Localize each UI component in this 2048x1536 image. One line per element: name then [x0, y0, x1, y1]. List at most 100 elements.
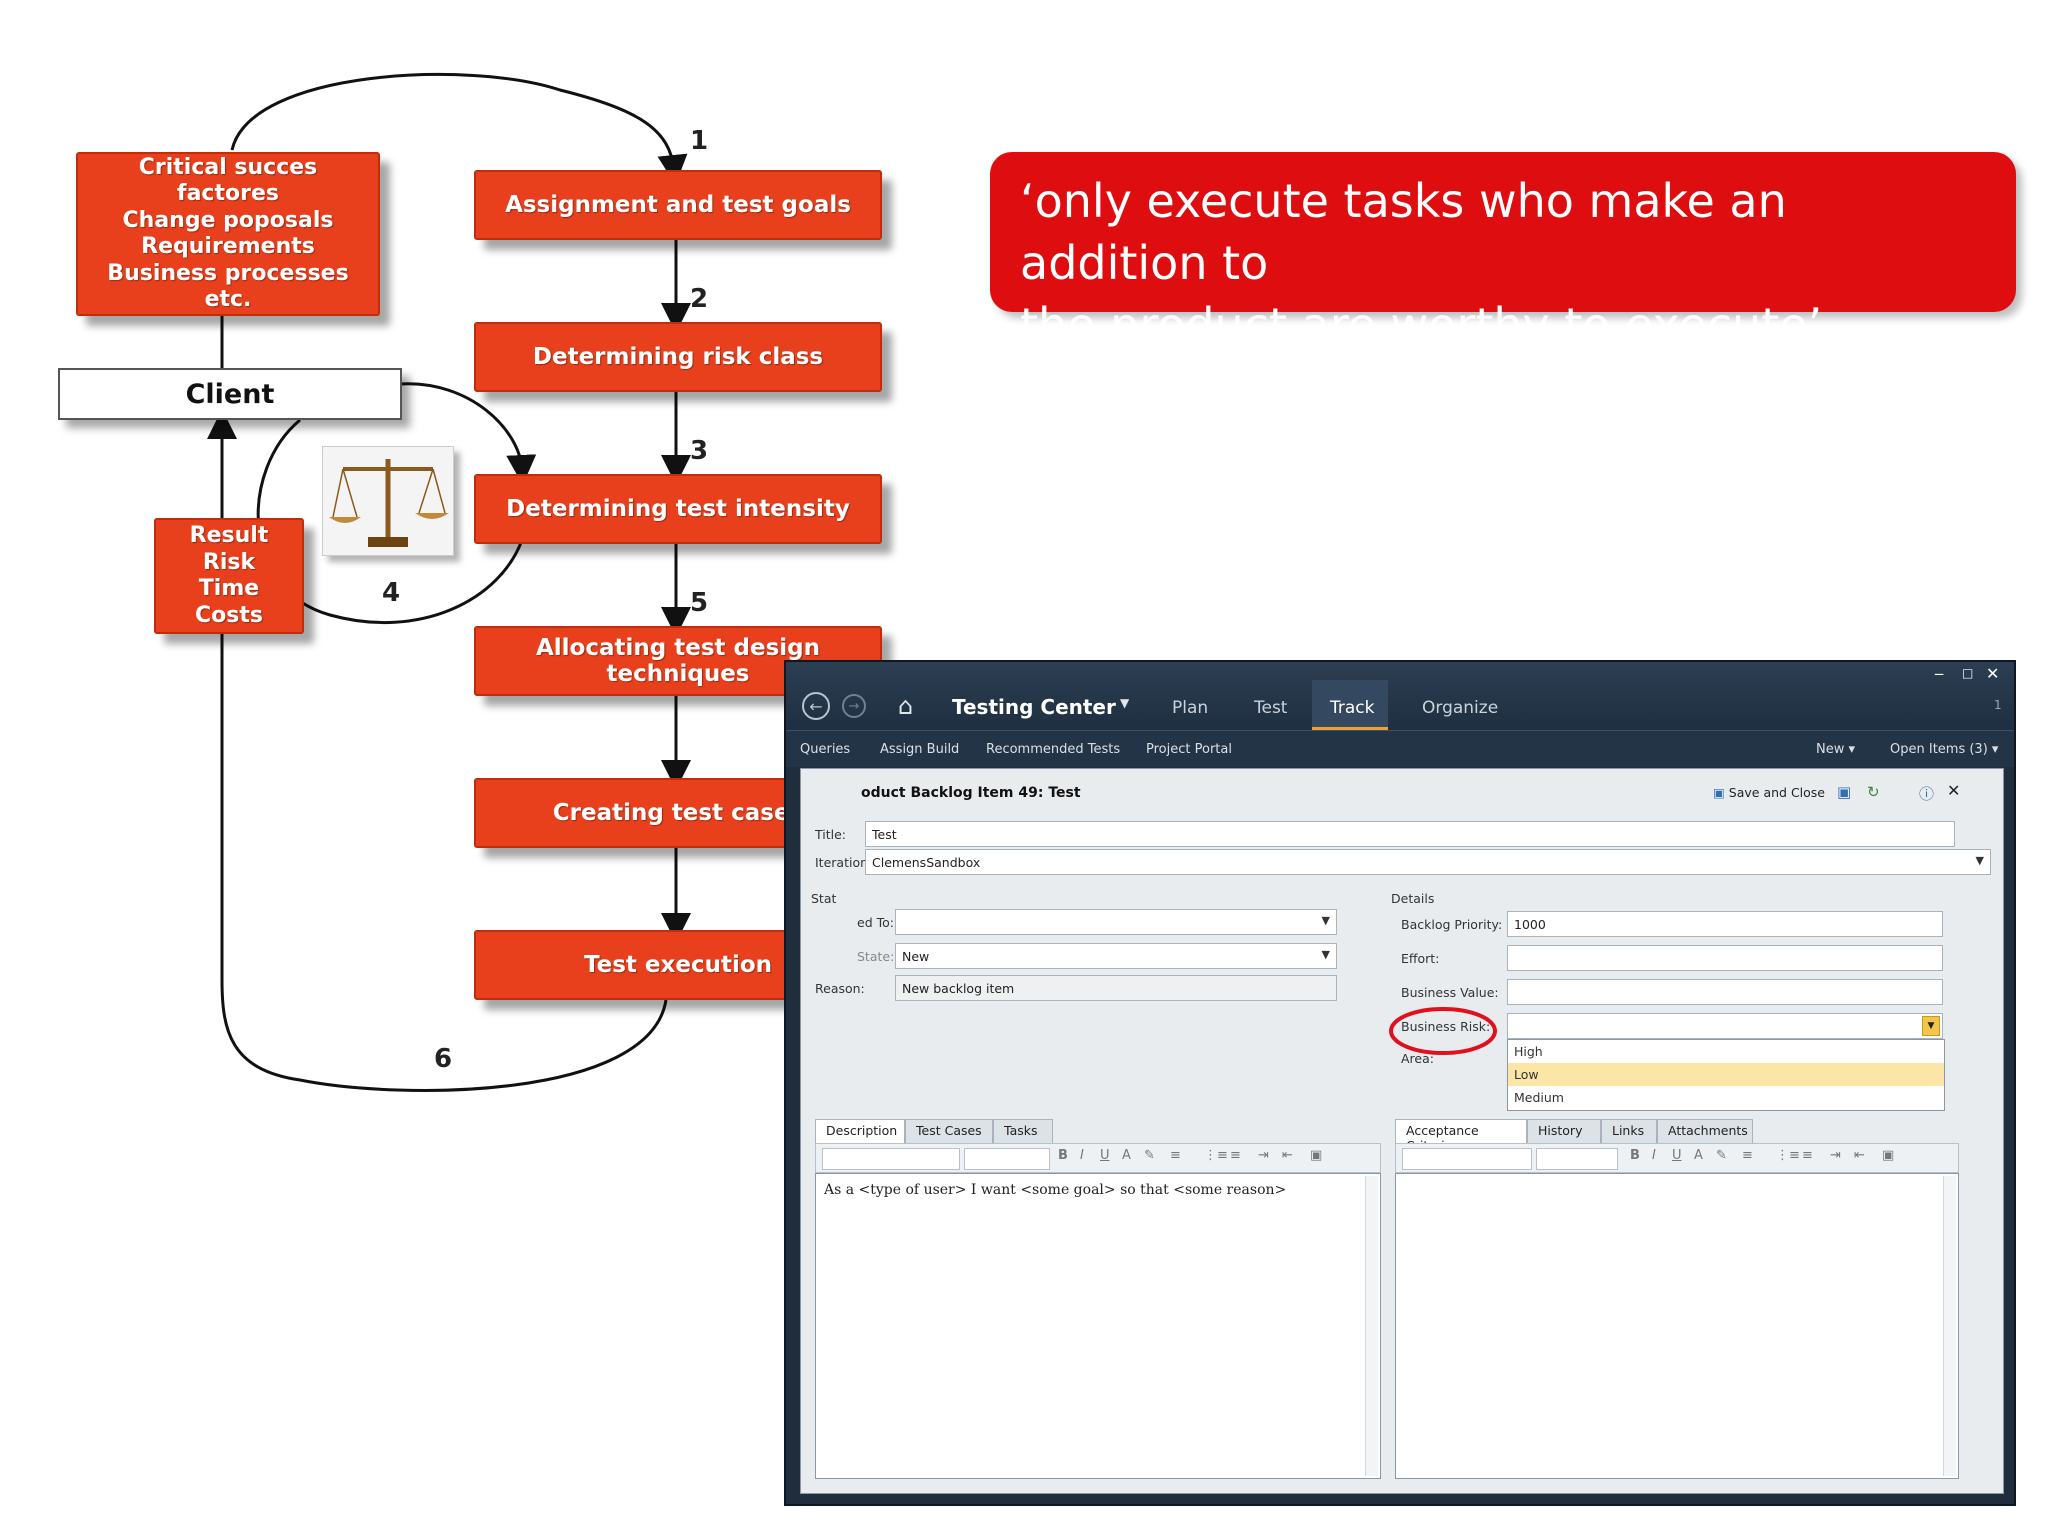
subnav-recommended-tests[interactable]: Recommended Tests: [986, 742, 1121, 757]
bullets-icon[interactable]: ⋮≡: [1204, 1148, 1228, 1163]
italic-icon[interactable]: I: [1080, 1148, 1084, 1163]
nav-track-active[interactable]: Track: [1312, 680, 1388, 730]
refresh-icon[interactable]: ↻: [1867, 783, 1880, 801]
tab-history[interactable]: History: [1527, 1119, 1601, 1143]
indent-icon[interactable]: ⇥: [1830, 1148, 1841, 1163]
sub-navigation: Queries Assign Build Recommended Tests P…: [786, 730, 2014, 767]
italic-icon[interactable]: I: [1652, 1148, 1656, 1163]
indent-icon[interactable]: ⇥: [1258, 1148, 1269, 1163]
numbering-icon[interactable]: ≡: [1230, 1148, 1241, 1163]
maximize-icon[interactable]: □: [1962, 666, 1974, 680]
nav-plan[interactable]: Plan: [1172, 698, 1209, 718]
details-group-label: Details: [1391, 891, 1435, 906]
quote-callout: ‘only execute tasks who make an addition…: [990, 152, 2016, 352]
tab-attachments[interactable]: Attachments: [1657, 1119, 1753, 1143]
bullets-icon[interactable]: ⋮≡: [1776, 1148, 1800, 1163]
home-icon[interactable]: ⌂: [898, 692, 914, 720]
acceptance-editor[interactable]: [1395, 1173, 1959, 1479]
underline-icon[interactable]: U: [1672, 1148, 1682, 1163]
testing-center-window: ← → ⌂ Testing Center ▼ Plan Test Track O…: [784, 660, 2016, 1506]
save-icon[interactable]: ▣: [1837, 783, 1852, 801]
description-toolbar: B I U A ✎ ≡ ⋮≡ ≡ ⇥ ⇤ ▣: [815, 1143, 1381, 1173]
description-text: As a <type of user> I want <some goal> s…: [824, 1182, 1287, 1198]
state-field[interactable]: New ▼: [895, 943, 1337, 969]
align-icon[interactable]: ≡: [1170, 1148, 1181, 1163]
nav-organize[interactable]: Organize: [1422, 698, 1499, 718]
font-select[interactable]: [1402, 1148, 1532, 1170]
risk-option-low[interactable]: Low: [1508, 1063, 1944, 1086]
work-item-title: oduct Backlog Item 49: Test: [861, 785, 1081, 801]
tab-links[interactable]: Links: [1601, 1119, 1657, 1143]
assigned-to-label: ed To:: [857, 915, 894, 930]
highlight-icon[interactable]: ✎: [1716, 1148, 1727, 1163]
step-number-3: 3: [690, 436, 709, 466]
bold-icon[interactable]: B: [1630, 1148, 1640, 1163]
align-icon[interactable]: ≡: [1742, 1148, 1753, 1163]
assigned-to-field[interactable]: ▼: [895, 909, 1337, 935]
open-items-menu[interactable]: Open Items (3) ▾: [1890, 742, 1999, 757]
close-form-icon[interactable]: ✕: [1947, 781, 1961, 800]
result-risk-time-costs-box: Result Risk Time Costs: [154, 518, 304, 634]
size-select[interactable]: [1536, 1148, 1618, 1170]
subnav-queries[interactable]: Queries: [800, 742, 851, 757]
chevron-down-icon: ▼: [1975, 854, 1984, 867]
title-field[interactable]: Test: [865, 821, 1955, 847]
backlog-priority-field[interactable]: 1000: [1507, 911, 1943, 937]
risk-option-medium[interactable]: Medium: [1514, 1090, 1564, 1105]
nav-test[interactable]: Test: [1254, 698, 1288, 718]
size-select[interactable]: [964, 1148, 1050, 1170]
insert-image-icon[interactable]: ▣: [1310, 1148, 1323, 1163]
tab-description[interactable]: Description: [815, 1119, 905, 1143]
business-value-label: Business Value:: [1401, 985, 1499, 1000]
save-disk-icon: ▣: [1713, 785, 1725, 800]
step-number-5: 5: [690, 588, 709, 618]
tab-acceptance-criteria[interactable]: Acceptance Criteria: [1395, 1119, 1527, 1153]
save-and-close-button[interactable]: ▣ Save and Close: [1713, 785, 1825, 800]
subnav-project-portal[interactable]: Project Portal: [1146, 742, 1232, 757]
app-title-dropdown-icon[interactable]: ▼: [1120, 696, 1130, 710]
font-select[interactable]: [822, 1148, 960, 1170]
risk-option-high[interactable]: High: [1514, 1044, 1543, 1059]
iteration-field[interactable]: ClemensSandbox ▼: [865, 849, 1991, 875]
annotation-circle: [1389, 1007, 1497, 1055]
dropdown-button[interactable]: ▼: [1922, 1016, 1940, 1036]
counter-badge: 1: [1994, 698, 2002, 712]
reason-field[interactable]: New backlog item: [895, 975, 1337, 1001]
description-editor[interactable]: As a <type of user> I want <some goal> s…: [815, 1173, 1381, 1479]
minimize-icon[interactable]: ‒: [1934, 664, 1945, 683]
description-scrollbar[interactable]: [1365, 1176, 1378, 1476]
back-button[interactable]: ←: [802, 692, 830, 720]
state-label: State:: [857, 949, 895, 964]
highlight-icon[interactable]: ✎: [1144, 1148, 1155, 1163]
outdent-icon[interactable]: ⇤: [1282, 1148, 1293, 1163]
effort-field[interactable]: [1507, 945, 1943, 971]
chevron-down-icon: ▼: [1321, 948, 1330, 961]
effort-label: Effort:: [1401, 951, 1440, 966]
app-title: Testing Center: [952, 695, 1116, 719]
new-menu[interactable]: New ▾: [1816, 742, 1856, 757]
outdent-icon[interactable]: ⇤: [1854, 1148, 1865, 1163]
font-color-icon[interactable]: A: [1694, 1148, 1703, 1163]
business-risk-field[interactable]: ▼: [1507, 1013, 1943, 1039]
help-icon[interactable]: ⓘ: [1919, 785, 1935, 803]
scales-of-justice-icon: [322, 446, 454, 556]
numbering-icon[interactable]: ≡: [1802, 1148, 1813, 1163]
acceptance-toolbar: B I U A ✎ ≡ ⋮≡ ≡ ⇥ ⇤ ▣: [1395, 1143, 1959, 1173]
close-window-icon[interactable]: ✕: [1986, 664, 2000, 683]
title-label: Title:: [815, 827, 846, 842]
step-assignment-and-test-goals: Assignment and test goals: [474, 170, 882, 240]
backlog-priority-label: Backlog Priority:: [1401, 917, 1503, 932]
business-value-field[interactable]: [1507, 979, 1943, 1005]
acceptance-scrollbar[interactable]: [1943, 1176, 1956, 1476]
tab-tasks[interactable]: Tasks: [993, 1119, 1053, 1143]
title-bar: ← → ⌂ Testing Center ▼ Plan Test Track O…: [786, 662, 2014, 730]
font-color-icon[interactable]: A: [1122, 1148, 1131, 1163]
tab-test-cases[interactable]: Test Cases: [905, 1119, 993, 1143]
forward-button[interactable]: →: [842, 694, 866, 718]
insert-image-icon[interactable]: ▣: [1882, 1148, 1895, 1163]
subnav-assign-build[interactable]: Assign Build: [880, 742, 960, 757]
bold-icon[interactable]: B: [1058, 1148, 1068, 1163]
underline-icon[interactable]: U: [1100, 1148, 1110, 1163]
chevron-down-icon: ▼: [1321, 914, 1330, 927]
